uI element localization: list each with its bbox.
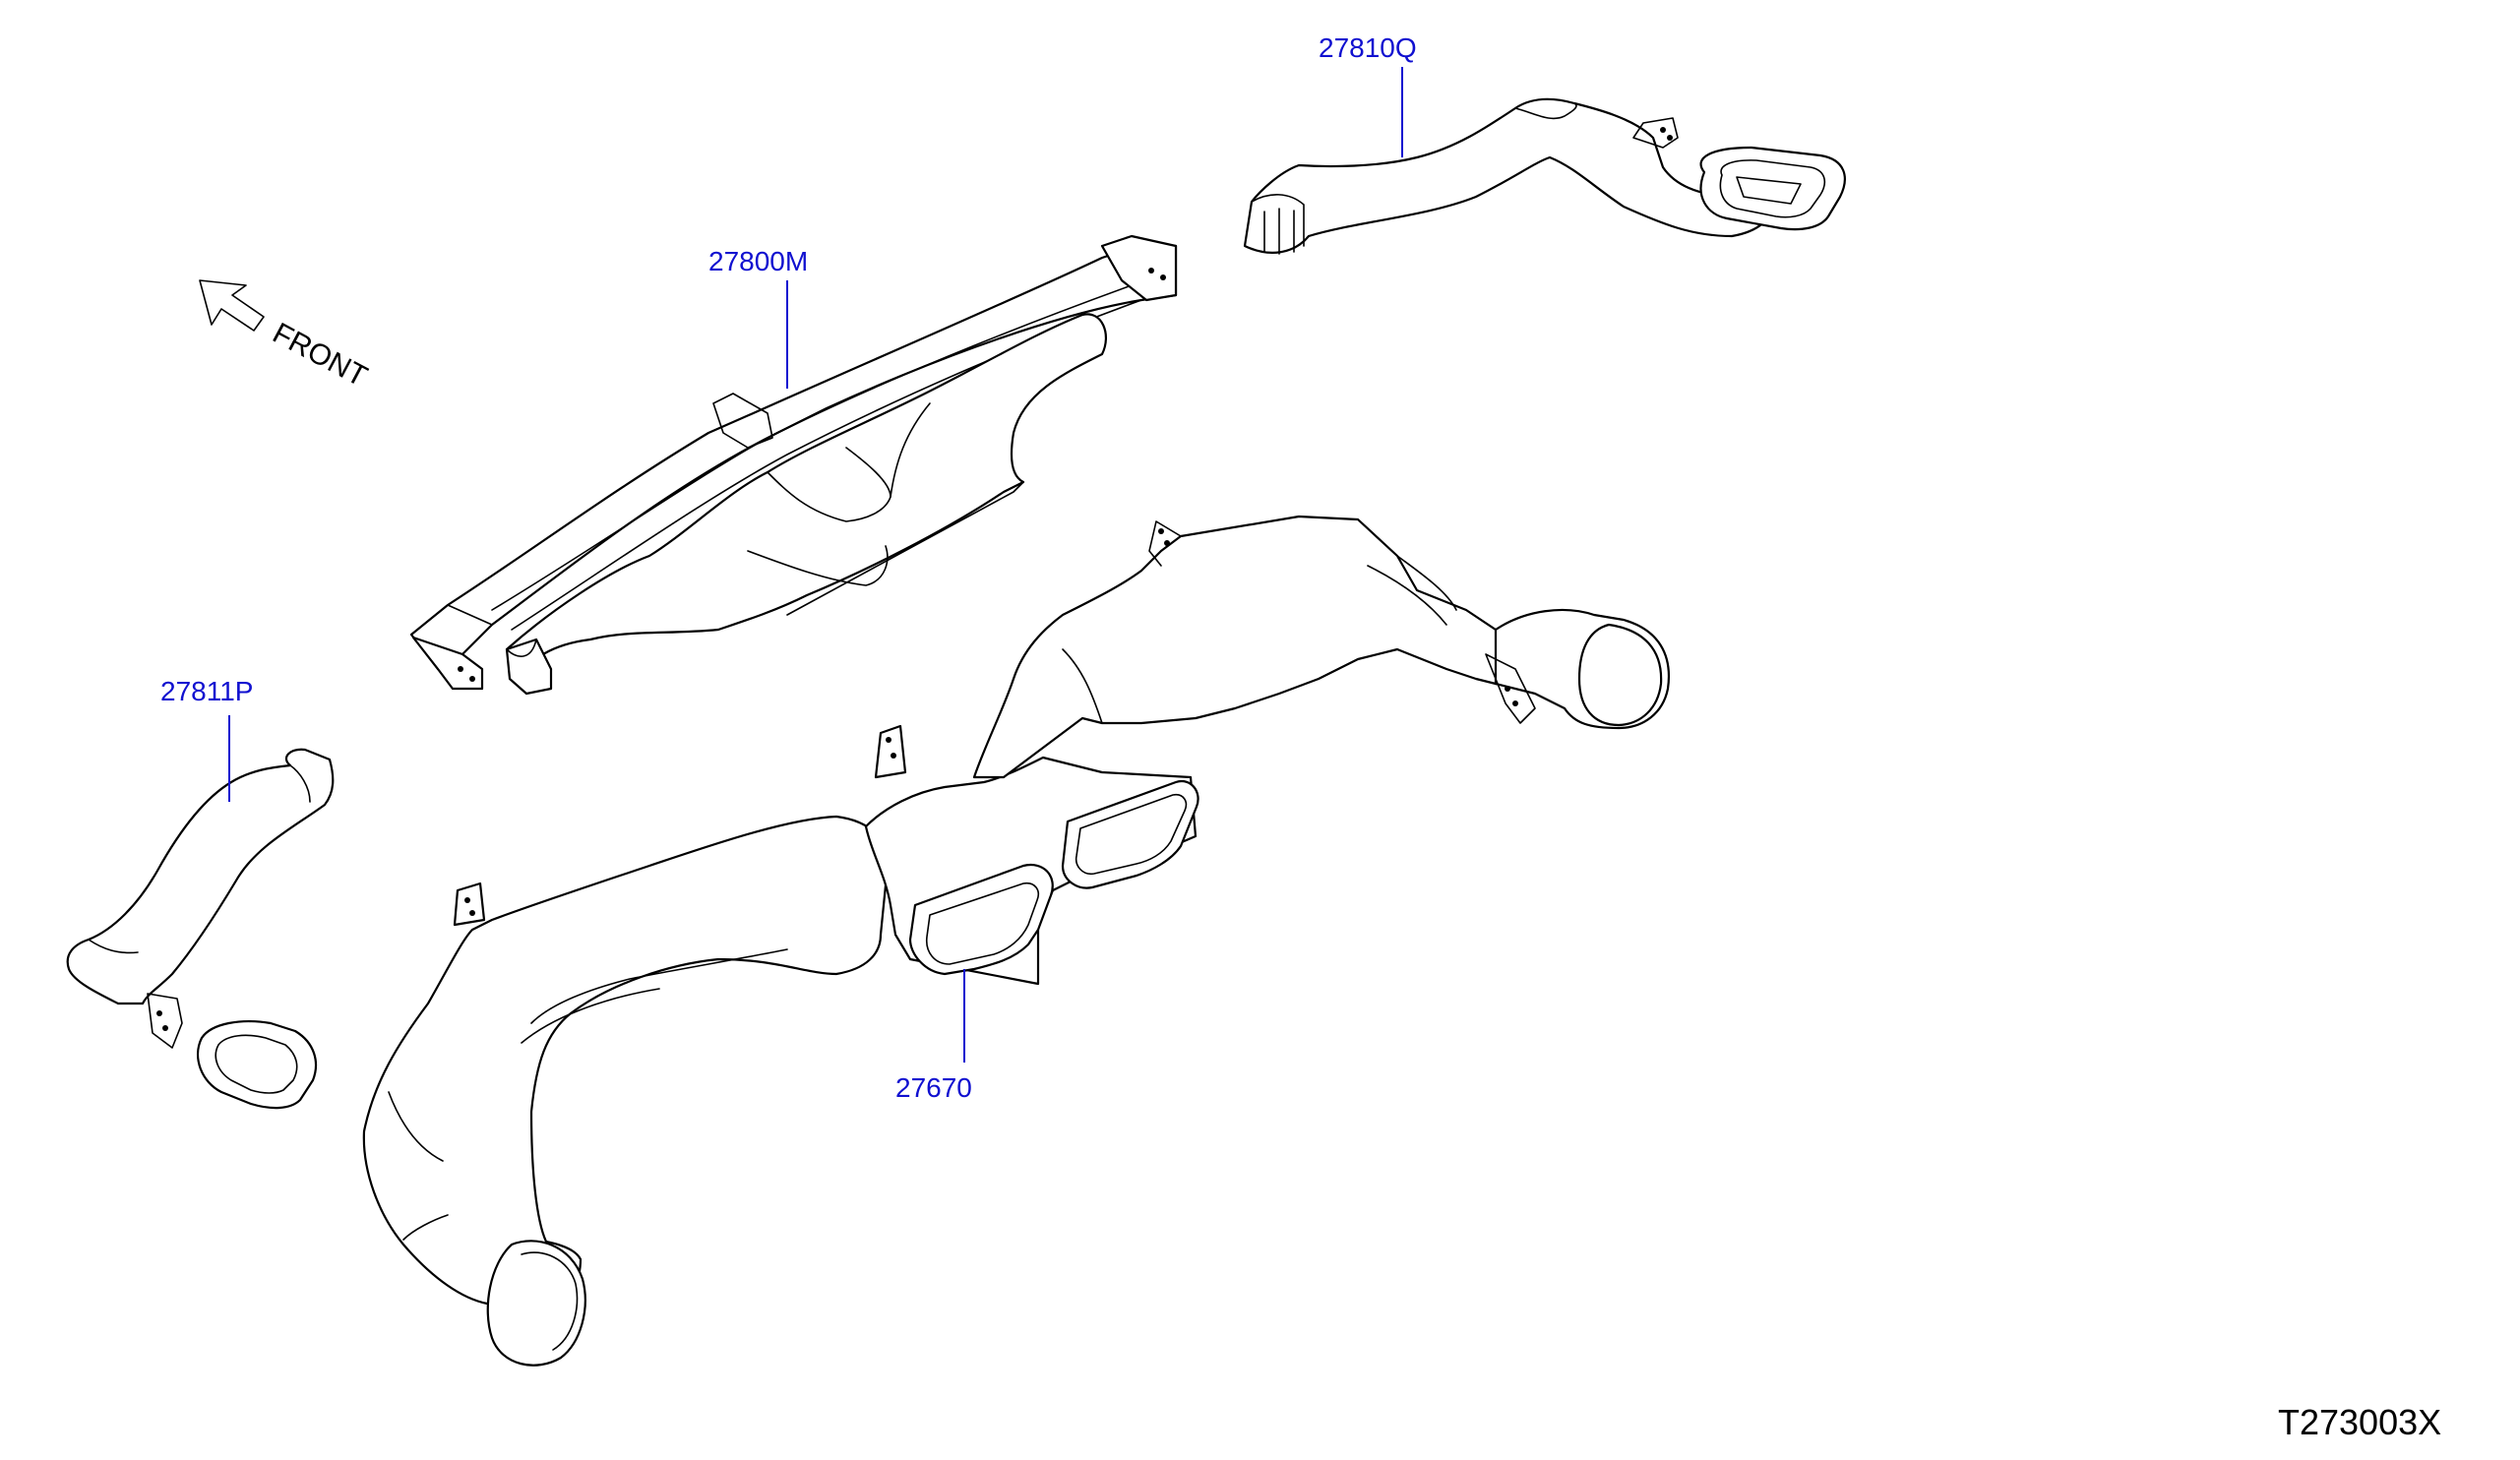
label-27811p: 27811P [160,676,253,706]
front-direction-label: FRONT [268,317,373,394]
front-arrow-icon [199,279,265,332]
duct-27810q [1243,97,1846,255]
label-27800m: 27800M [708,246,808,276]
label-27810q: 27810Q [1319,32,1417,63]
duct-27670 [362,515,1670,1367]
diagram-code: T273003X [2278,1402,2441,1442]
duct-27800m [409,234,1178,696]
label-27670: 27670 [895,1072,972,1103]
duct-27811p [66,748,335,1110]
